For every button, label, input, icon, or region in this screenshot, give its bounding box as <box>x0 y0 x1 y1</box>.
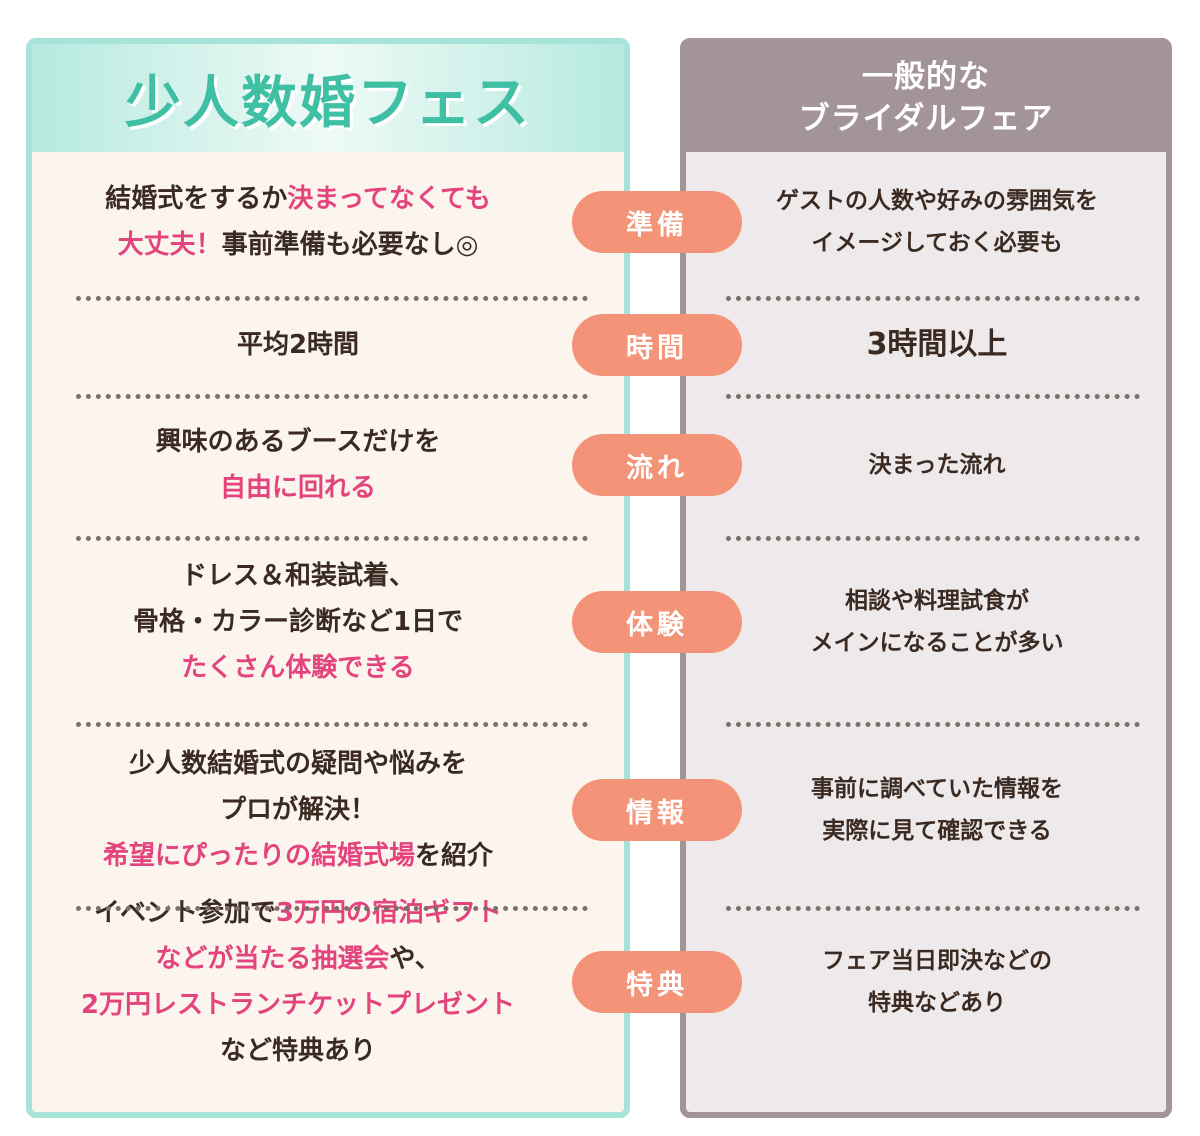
left-text-line: 大丈夫！事前準備も必要なし◎ <box>32 222 564 268</box>
right-panel-general-bridal-fair: 一般的な ブライダルフェア <box>680 38 1172 1118</box>
dotted-divider <box>76 296 588 301</box>
left-row-text: 結婚式をするか決まってなくても大丈夫！事前準備も必要なし◎ <box>32 176 564 268</box>
left-text-line: ドレス＆和装試着、 <box>32 553 564 599</box>
right-row-text: フェア当日即決などの特典などあり <box>728 940 1146 1024</box>
right-text-line: 相談や料理試食が <box>845 588 1029 614</box>
text-segment: 少人数結婚式の疑問や悩みを <box>128 749 467 779</box>
text-segment: など特典あり <box>219 1036 376 1066</box>
text-segment: 骨格・カラー診断など1日で <box>132 607 464 637</box>
row-label-pill: 準備 <box>572 191 742 253</box>
highlight-text: 2万円レストランチケットプレゼント <box>80 990 516 1020</box>
right-text-line: 特典などあり <box>868 990 1006 1016</box>
dotted-divider <box>726 536 1140 541</box>
dotted-divider <box>726 296 1140 301</box>
dotted-divider <box>726 394 1140 399</box>
highlight-text: などが当たる抽選会 <box>155 944 390 974</box>
left-text-line: 2万円レストランチケットプレゼント <box>32 982 564 1028</box>
row-label-pill: 情報 <box>572 779 742 841</box>
left-row-text: 平均2時間 <box>32 322 564 368</box>
right-text-line: メインになることが多い <box>810 630 1064 656</box>
text-segment: 興味のあるブースだけを <box>155 427 441 457</box>
right-row-text: 相談や料理試食がメインになることが多い <box>728 580 1146 664</box>
right-text-line: フェア当日即決などの <box>822 948 1052 974</box>
left-text-line: たくさん体験できる <box>32 645 564 691</box>
highlight-text: 自由に回れる <box>219 473 376 503</box>
highlight-text: 決まってなくても <box>287 184 491 214</box>
text-segment: を紹介 <box>415 841 494 871</box>
right-text-line: 3時間以上 <box>866 327 1008 362</box>
right-panel-header: 一般的な ブライダルフェア <box>686 44 1166 152</box>
row-label-pill: 流れ <box>572 434 742 496</box>
right-row-text: 事前に調べていた情報を実際に見て確認できる <box>728 768 1146 852</box>
dotted-divider <box>76 722 588 727</box>
text-segment: 事前準備も必要なし◎ <box>221 230 479 260</box>
dotted-divider <box>76 394 588 399</box>
left-panel-title: 少人数婚フェス <box>125 70 531 136</box>
right-text-line: 決まった流れ <box>868 452 1006 478</box>
highlight-text: たくさん体験できる <box>181 653 415 683</box>
right-panel-title-line2: ブライダルフェア <box>798 101 1054 137</box>
row-label-pill: 時間 <box>572 314 742 376</box>
left-panel-small-wedding-fes: 少人数婚フェス <box>26 38 630 1118</box>
left-text-line: 平均2時間 <box>32 322 564 368</box>
dotted-divider <box>76 906 588 911</box>
text-segment: イベント参加で <box>93 898 276 928</box>
left-row-text: イベント参加で3万円の宿泊ギフトなどが当たる抽選会や、2万円レストランチケットプ… <box>32 890 564 1074</box>
text-segment: 結婚式をするか <box>105 184 288 214</box>
left-text-line: 興味のあるブースだけを <box>32 419 564 465</box>
dotted-divider <box>76 536 588 541</box>
highlight-text: 希望にぴったりの結婚式場 <box>102 841 415 871</box>
right-row-text: 3時間以上 <box>728 324 1146 366</box>
left-text-line: 少人数結婚式の疑問や悩みを <box>32 741 564 787</box>
right-text-line: イメージしておく必要も <box>811 230 1063 256</box>
left-panel-header: 少人数婚フェス <box>32 44 624 152</box>
text-segment: や、 <box>389 944 441 974</box>
right-text-line: 事前に調べていた情報を <box>810 776 1064 802</box>
left-row-text: ドレス＆和装試着、骨格・カラー診断など1日でたくさん体験できる <box>32 553 564 691</box>
highlight-text: 3万円の宿泊ギフト <box>275 898 503 928</box>
text-segment: 平均2時間 <box>236 330 360 360</box>
highlight-text: 大丈夫！ <box>117 230 222 260</box>
left-text-line: など特典あり <box>32 1028 564 1074</box>
left-text-line: 結婚式をするか決まってなくても <box>32 176 564 222</box>
right-text-line: 実際に見て確認できる <box>822 818 1052 844</box>
left-row-text: 少人数結婚式の疑問や悩みをプロが解決！ 希望にぴったりの結婚式場を紹介 <box>32 741 564 879</box>
row-label-pill: 特典 <box>572 951 742 1013</box>
left-text-line: プロが解決！ <box>32 787 564 833</box>
text-segment: プロが解決！ <box>219 795 376 825</box>
right-panel-title-line1: 一般的な <box>862 59 990 95</box>
left-row-text: 興味のあるブースだけを自由に回れる <box>32 419 564 511</box>
right-row-text: ゲストの人数や好みの雰囲気をイメージしておく必要も <box>728 180 1146 264</box>
text-segment: ドレス＆和装試着、 <box>180 561 415 591</box>
right-row-text: 決まった流れ <box>728 444 1146 486</box>
right-text-line: ゲストの人数や好みの雰囲気を <box>776 188 1098 214</box>
row-label-pill: 体験 <box>572 591 742 653</box>
dotted-divider <box>726 722 1140 727</box>
left-text-line: 自由に回れる <box>32 465 564 511</box>
dotted-divider <box>726 906 1140 911</box>
left-text-line: などが当たる抽選会や、 <box>32 936 564 982</box>
left-text-line: 希望にぴったりの結婚式場を紹介 <box>32 833 564 879</box>
left-text-line: 骨格・カラー診断など1日で <box>32 599 564 645</box>
left-text-line: イベント参加で3万円の宿泊ギフト <box>32 890 564 936</box>
